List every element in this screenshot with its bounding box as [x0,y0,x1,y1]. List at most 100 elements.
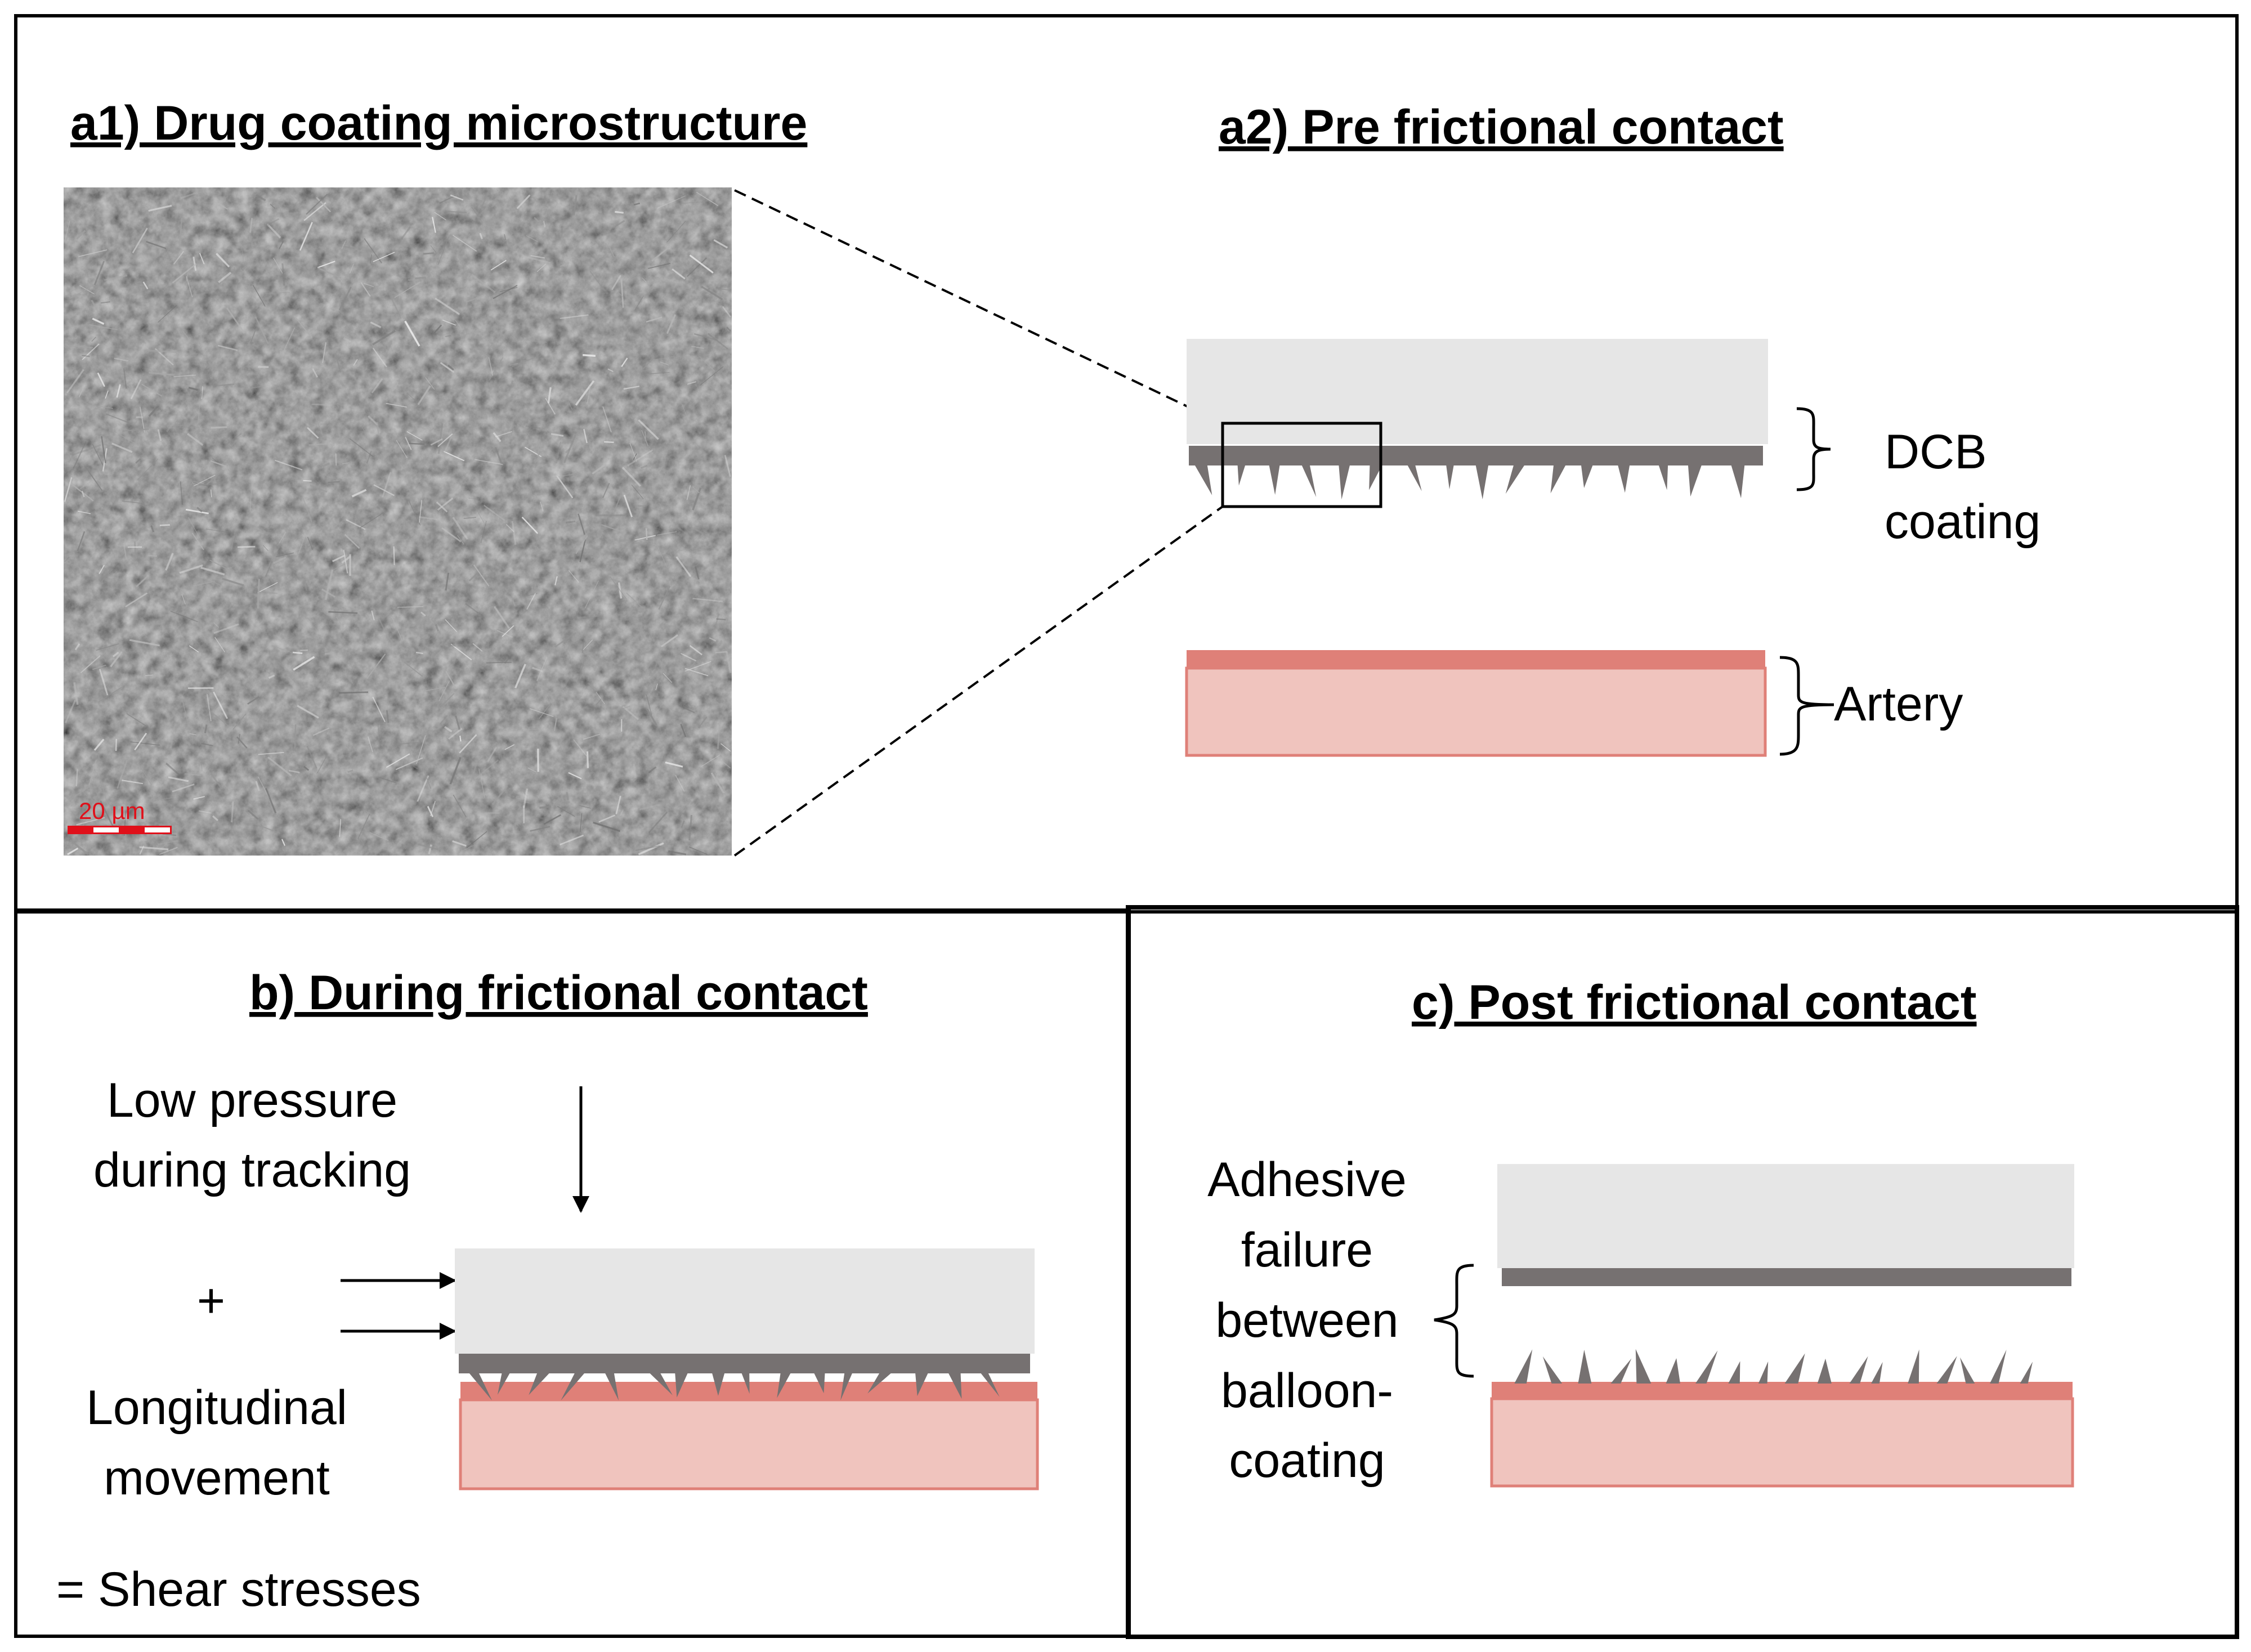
crystal-needle [661,634,678,647]
crystal-needle [130,379,142,400]
crystal-needle [615,795,621,814]
crystal-needle [99,565,105,574]
crystal-needle [92,317,105,325]
crystal-needle [308,443,327,446]
crystal-needle [332,554,346,562]
crystal-needle [96,643,119,651]
crystal-needle [598,814,616,823]
crystal-needle [137,763,152,785]
crystal-needle [693,333,718,341]
panel-b-title: b) During frictional contact [249,966,868,1020]
crystal-needle [430,438,443,446]
crystal-needle [655,683,658,691]
crystal-needle [551,433,564,437]
crystal-needle [76,230,86,240]
crystal-needle [651,247,670,262]
crystal-needle [525,425,541,429]
crystal-needle [437,676,450,698]
crystal-needle [633,202,641,206]
crystal-needle [526,235,538,243]
crystal-needle [226,433,242,445]
crystal-needle [368,415,378,426]
coating-crystal [1730,463,1745,498]
coating-crystal [777,1371,792,1398]
crystal-needle [124,808,131,821]
crystal-needle [241,245,244,266]
crystal-needle [471,274,496,293]
crystal-needle [202,576,227,589]
crystal-needle [658,585,671,610]
coating-crystal [1695,1350,1718,1384]
crystal-needle [69,481,94,502]
scale-bar-label: 20 µm [79,798,145,824]
coating-crystal [497,1371,511,1395]
crystal-needle [275,552,294,557]
micrograph-image [64,187,732,856]
crystal-needle [80,655,101,674]
crystal-needle [180,481,184,505]
crystal-needle [236,736,248,749]
crystal-needle [453,687,461,697]
crystal-needle [266,223,281,239]
coating-crystal [1849,1356,1868,1384]
coating-crystal [1658,463,1668,490]
crystal-needle [610,576,627,599]
crystal-needle [210,489,212,498]
crystal-needle [112,651,119,657]
crystal-needle [568,570,579,583]
coating-crystal [1514,1349,1533,1384]
crystal-needle [717,288,731,291]
coating-crystal [1268,463,1281,495]
crystal-needle [522,788,529,808]
crystal-needle [338,244,355,250]
crystal-needle [572,195,578,216]
crystal-needle [452,840,467,847]
crystal-needle [199,253,205,265]
crystal-needle [172,263,197,284]
crystal-needle [257,579,261,608]
crystal-needle [122,780,144,785]
crystal-needle [91,299,100,314]
crystal-needle [388,293,402,319]
crystal-needle [646,316,663,323]
crystal-needle [428,844,432,854]
crystal-needle [540,502,544,512]
crystal-needle [565,546,576,560]
crystal-needle [642,277,647,283]
crystal-needle [196,507,203,513]
crystal-needle [346,519,366,530]
panel-a2-title: a2) Pre frictional contact [1219,100,1784,154]
shear-stress-label: = Shear stresses [56,1563,421,1617]
crystal-needle [410,764,418,770]
crystal-needle [372,696,386,723]
artery-brace [1779,656,1834,756]
crystal-needle [185,508,209,514]
crystal-needle [210,460,227,468]
crystal-needle [367,736,373,753]
crystal-needle [69,284,96,299]
artery-b [459,1398,1039,1490]
crystal-needle [341,240,346,249]
crystal-needle [720,759,731,769]
crystal-needle [64,221,70,242]
failure-label-line2: failure [1241,1223,1373,1277]
crystal-needle [256,194,266,202]
crystal-needle [134,541,136,561]
crystal-needle [688,814,693,841]
artery-label: Artery [1834,677,1963,731]
crystal-needle [581,641,584,653]
crystal-needle [445,670,457,690]
crystal-needle [377,525,380,532]
crystal-needle [344,534,360,549]
crystal-needle [509,362,518,366]
crystal-needle [639,329,657,349]
crystal-needle [105,413,129,424]
crystal-needle [250,330,256,344]
crystal-needle [648,811,668,834]
coating-crystal [1446,463,1455,490]
crystal-needle [454,715,461,731]
crystal-needle [100,301,110,304]
crystal-needle [251,386,263,389]
crystal-needle [189,733,196,736]
crystal-needle [267,756,292,777]
